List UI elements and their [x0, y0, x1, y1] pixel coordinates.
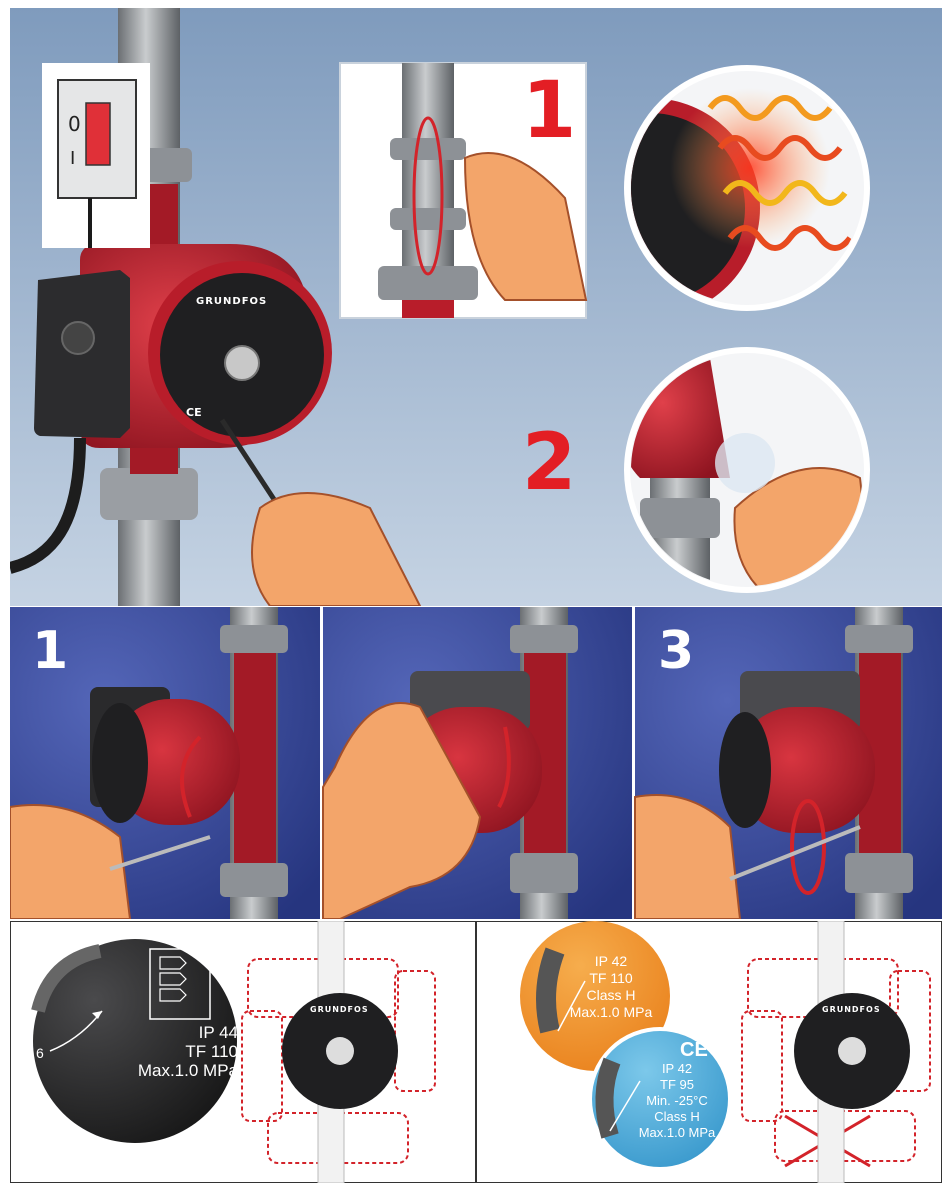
right-pump-brand: GRUNDFOS [822, 1005, 881, 1014]
nameplate-circle-blue [588, 1027, 732, 1171]
blue-spec-min-temp: Min. -25°C [646, 1093, 708, 1108]
lower-nut [100, 468, 198, 520]
hand [251, 492, 422, 606]
nameplate-circle-dark [33, 939, 237, 1143]
bottom-illustration [10, 921, 942, 1183]
panel-number-3: 3 [658, 621, 695, 681]
left-label-text: IP 44 TF 110 Max.1.0 MPa [128, 1023, 238, 1080]
speed-switch [61, 321, 95, 355]
orange-spec-class: Class H [586, 987, 636, 1003]
left-pump-brand: GRUNDFOS [310, 1005, 369, 1014]
blue-spec-class: Class H [654, 1109, 700, 1124]
left-edge-digit: 6 [36, 1045, 44, 1061]
power-cable [10, 437, 86, 574]
left-spec-ip: IP 44 [198, 1023, 238, 1042]
step-number-2: 2 [522, 418, 577, 508]
blue-spec-pressure: Max.1.0 MPa [638, 1125, 716, 1140]
bottom-section: IP 44 TF 110 Max.1.0 MPa 6 GRUNDFOS IP 4… [10, 921, 942, 1183]
vent-screw [224, 345, 260, 381]
panel-number-1: 1 [32, 621, 69, 681]
blue-ce-mark: CE [680, 1039, 708, 1061]
switch-on-label: I [70, 148, 76, 169]
middle-section: 1 3 [10, 607, 942, 919]
pump-ce-mark: CE [186, 406, 202, 419]
top-illustration [10, 8, 942, 606]
switch-off-label: 0 [68, 112, 81, 136]
blue-spec-ip: IP 42 [661, 1061, 693, 1076]
middle-illustration [10, 607, 942, 919]
left-spec-tf: TF 110 [185, 1042, 238, 1061]
orange-spec-tf: TF 110 [589, 970, 633, 986]
pump-brand-label: GRUNDFOS [196, 296, 268, 307]
blue-label-text: IP 42 TF 95 Min. -25°C Class H Max.1.0 M… [618, 1061, 736, 1141]
step-number-1: 1 [522, 66, 577, 156]
top-section: 1 2 0 I GRUNDFOS CE [10, 8, 942, 606]
orange-spec-pressure: Max.1.0 MPa [569, 1004, 653, 1020]
rotation-arrow [412, 116, 444, 276]
blue-spec-tf: TF 95 [660, 1077, 694, 1092]
orange-label-text: IP 42 TF 110 Class H Max.1.0 MPa [556, 953, 666, 1021]
left-spec-pressure: Max.1.0 MPa [137, 1061, 238, 1080]
orange-spec-ip: IP 42 [594, 953, 628, 969]
